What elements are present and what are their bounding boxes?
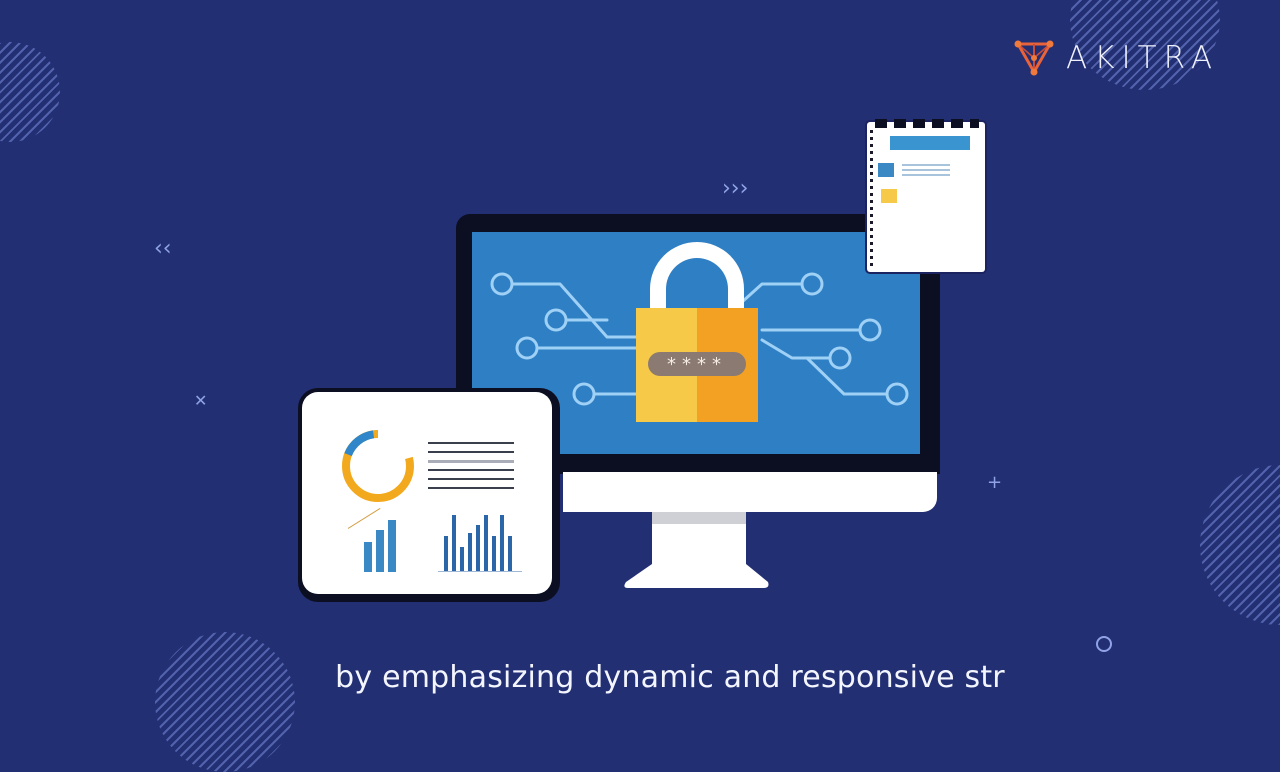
double-chevron-left-icon: ‹‹ [154, 236, 172, 261]
notepad-header-bar [890, 136, 970, 150]
monitor-chin [563, 472, 937, 512]
video-caption: by emphasizing dynamic and responsive st… [335, 660, 1005, 695]
hatched-circle-top-left [0, 42, 60, 142]
padlock-icon: **** [634, 242, 760, 422]
circuit-lines-icon [490, 272, 909, 406]
plus-icon: + [987, 472, 1003, 493]
ring-icon [1096, 636, 1112, 652]
notepad-yellow-square [881, 189, 897, 203]
notepad-line [902, 164, 950, 166]
password-mask: **** [667, 354, 727, 375]
triple-chevron-right-icon: ››› [722, 176, 749, 201]
hatched-circle-bottom-left [155, 632, 295, 772]
brand-logo: AKITRA [1014, 38, 1219, 78]
dashboard-card-inner [302, 392, 552, 594]
notepad-holes [870, 130, 873, 270]
donut-chart-icon [342, 430, 414, 502]
notepad-line [902, 174, 950, 176]
bar-chart-icon [438, 512, 522, 574]
hatched-circle-right [1200, 465, 1280, 625]
notepad-line [902, 169, 950, 171]
notepad-binding [875, 119, 979, 128]
notepad-icon [867, 119, 985, 272]
card-text-lines [428, 442, 514, 489]
dashboard-card [298, 388, 560, 602]
monitor-stand [624, 512, 769, 588]
small-bar-chart-icon [347, 507, 406, 572]
brand-name: AKITRA [1066, 40, 1220, 76]
password-field: **** [648, 352, 746, 376]
x-mark-icon: ✕ [194, 391, 208, 410]
triangle-network-logo-icon [1014, 40, 1054, 76]
notepad-blue-square [878, 163, 894, 177]
